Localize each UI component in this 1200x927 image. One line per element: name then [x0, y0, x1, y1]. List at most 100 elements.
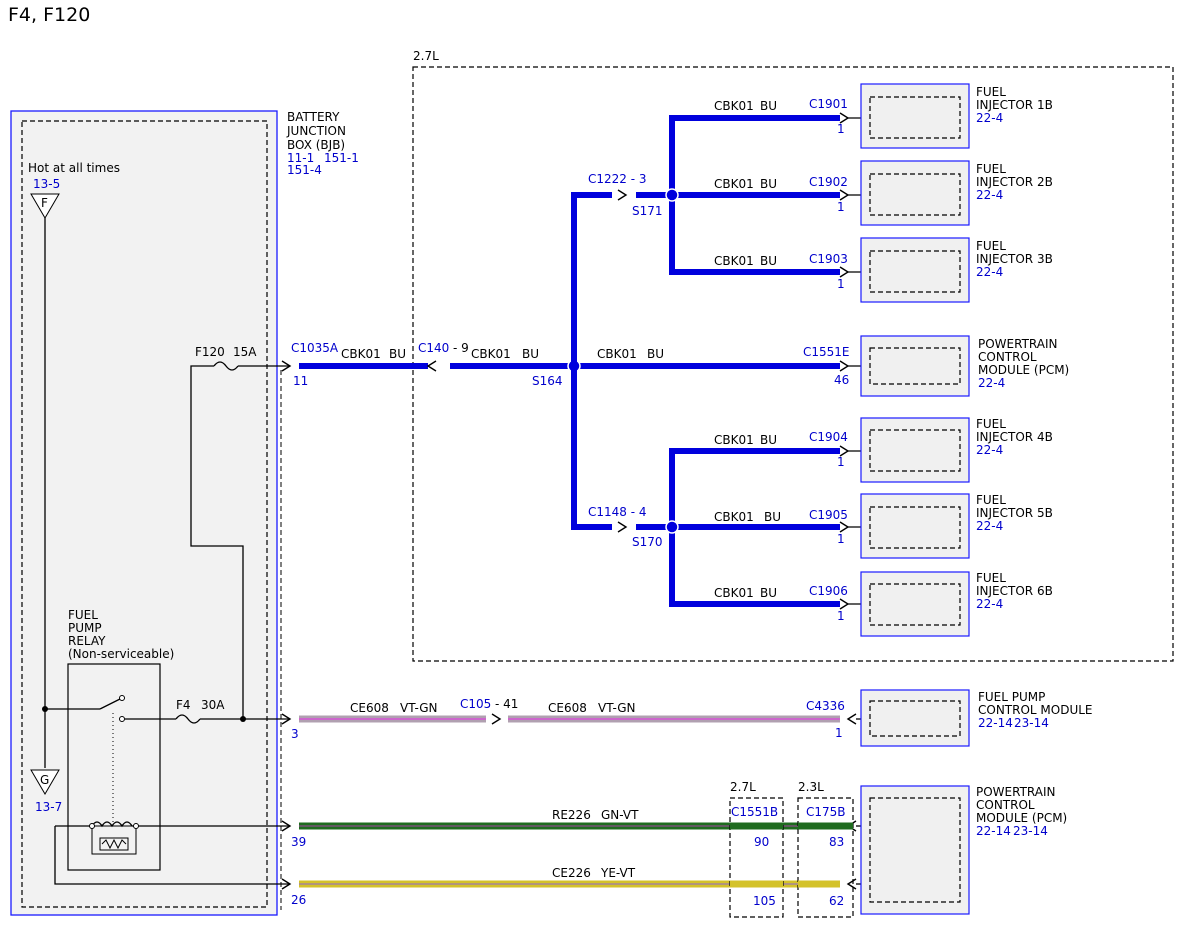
svg-text:FUEL: FUEL	[976, 571, 1006, 585]
svg-text:C1904: C1904	[809, 430, 848, 444]
c1551e-pin: 46	[834, 373, 849, 387]
c140-pin: - 9	[453, 341, 469, 355]
ground-out-triangle	[30, 769, 60, 795]
re226-label: RE226	[552, 808, 591, 822]
svg-text:CONTROL: CONTROL	[978, 350, 1037, 364]
svg-text:CBK01: CBK01	[714, 177, 754, 191]
svg-text:1: 1	[837, 609, 845, 623]
svg-text:23-14: 23-14	[1014, 716, 1049, 730]
ce226-label: CE226	[552, 866, 591, 880]
svg-text:C1903: C1903	[809, 252, 848, 266]
svg-text:22-14: 22-14	[978, 716, 1013, 730]
svg-text:POWERTRAIN: POWERTRAIN	[976, 785, 1056, 799]
page-title: F4, F120	[8, 4, 90, 26]
c175b-pin-1: 83	[829, 835, 844, 849]
svg-text:22-4: 22-4	[976, 519, 1003, 533]
wire-ce226	[299, 878, 870, 890]
zone-pcm-23-label: 2.3L	[798, 780, 824, 794]
wire-label-cbk01-3: CBK01	[597, 347, 637, 361]
ground-out-letter: G	[40, 773, 49, 787]
svg-text:C1901: C1901	[809, 97, 848, 111]
svg-text:CBK01: CBK01	[714, 99, 754, 113]
svg-text:22-4: 22-4	[976, 188, 1003, 202]
wire-re226	[299, 820, 870, 832]
bjb-label-2: JUNCTION	[286, 124, 346, 138]
ce608-label-1: CE608	[350, 701, 389, 715]
c105-pin: - 41	[495, 697, 518, 711]
c1222-label: C1222 - 3	[588, 172, 647, 186]
yevt-label: YE-VT	[600, 866, 636, 880]
svg-text:MODULE (PCM): MODULE (PCM)	[976, 811, 1067, 825]
svg-text:1: 1	[837, 200, 845, 214]
bus-upper-branch	[571, 192, 612, 366]
relay-label-3: RELAY	[68, 634, 106, 648]
svg-text:FUEL PUMP: FUEL PUMP	[978, 690, 1045, 704]
c140-label: C140	[418, 341, 449, 355]
fuse-f120-symbol	[213, 361, 239, 371]
relay-label-1: FUEL	[68, 608, 98, 622]
svg-text:1: 1	[837, 532, 845, 546]
hot-label: Hot at all times	[28, 161, 120, 175]
wire-color-bu-1: BU	[389, 347, 406, 361]
svg-text:INJECTOR 2B: INJECTOR 2B	[976, 175, 1053, 189]
gnvt-label: GN-VT	[601, 808, 639, 822]
svg-text:23-14: 23-14	[1013, 824, 1048, 838]
wire-label-cbk01-2: CBK01	[471, 347, 511, 361]
fuse-f4-symbol	[175, 714, 201, 724]
svg-text:22-4: 22-4	[976, 111, 1003, 125]
ground-in-triangle	[30, 193, 60, 219]
zone-pcm-27-label: 2.7L	[730, 780, 756, 794]
fuse-f120-label: F120	[195, 345, 225, 359]
fuse-f4-amp: 30A	[201, 698, 225, 712]
svg-text:22-14: 22-14	[976, 824, 1011, 838]
c1035a-label: C1035A	[291, 341, 339, 355]
vtgn-label-2: VT-GN	[598, 701, 635, 715]
pin-26: 26	[291, 893, 306, 907]
relay-box	[67, 663, 161, 871]
relay-switch-arm	[99, 698, 121, 710]
svg-text:C1906: C1906	[809, 584, 848, 598]
bjb-label-1: BATTERY	[287, 110, 340, 124]
svg-text:22-4: 22-4	[976, 265, 1003, 279]
bjb-ref-1: 11-1	[287, 151, 314, 165]
c1551b-label: C1551B	[731, 805, 778, 819]
svg-text:FUEL: FUEL	[976, 85, 1006, 99]
f120-feed-wire	[190, 365, 244, 719]
c1148-label: C1148 - 4	[588, 505, 647, 519]
svg-text:CONTROL MODULE: CONTROL MODULE	[978, 703, 1093, 717]
splice-s170	[665, 520, 679, 534]
svg-text:CBK01: CBK01	[714, 510, 754, 524]
c1035a-pin: 11	[293, 374, 308, 388]
svg-text:1: 1	[837, 455, 845, 469]
relay-contact	[119, 716, 125, 722]
svg-text:INJECTOR 4B: INJECTOR 4B	[976, 430, 1053, 444]
c4336-pin: 1	[835, 726, 843, 740]
svg-text:CBK01: CBK01	[714, 586, 754, 600]
wire-color-bu-3: BU	[647, 347, 664, 361]
bjb-label-3: BOX (BJB)	[287, 138, 345, 152]
bjb-ref-3: 151-4	[287, 163, 322, 177]
svg-text:INJECTOR 6B: INJECTOR 6B	[976, 584, 1053, 598]
relay-ground-wire	[54, 826, 290, 885]
ce608-label-2: CE608	[548, 701, 587, 715]
ground-in-letter: F	[41, 196, 48, 210]
svg-text:BU: BU	[760, 254, 777, 268]
svg-text:BU: BU	[760, 177, 777, 191]
ground-out-ref: 13-7	[35, 800, 62, 814]
svg-text:FUEL: FUEL	[976, 239, 1006, 253]
zone-27l-label: 2.7L	[413, 49, 439, 63]
s170-label: S170	[632, 535, 663, 549]
